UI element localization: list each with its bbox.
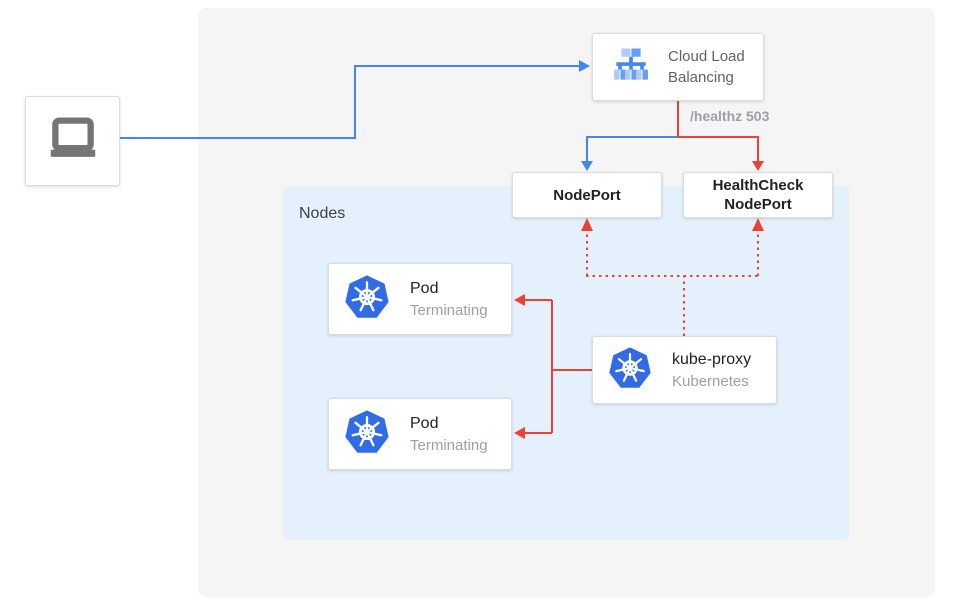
edge-laptop-to-clb xyxy=(120,65,580,139)
edge-kubeproxy-to-pods xyxy=(524,299,592,434)
laptop-icon xyxy=(44,110,102,173)
arrowhead-into-pod-1 xyxy=(514,294,525,306)
arrowhead-into-pod-2 xyxy=(514,427,525,439)
edge-clb-to-healthcheck xyxy=(677,101,759,162)
edge-clb-to-nodeport xyxy=(586,136,678,162)
pod-1-node: Pod Terminating xyxy=(328,263,512,335)
arrowhead-dotted-into-healthcheck xyxy=(752,218,764,231)
edge-kubeproxy-to-nodeports-dotted xyxy=(586,228,759,336)
cloud-load-balancing-label: Cloud Load Balancing xyxy=(668,48,745,86)
healthz-503-label: /healthz 503 xyxy=(690,108,770,124)
arrowhead-into-clb xyxy=(579,60,590,72)
cloud-load-balancing-node: Cloud Load Balancing xyxy=(592,33,764,101)
arrowhead-dotted-into-nodeport xyxy=(581,218,593,231)
healthcheck-nodeport-node: HealthCheck NodePort xyxy=(683,172,833,218)
nodeport-node: NodePort xyxy=(512,172,662,218)
pod-status: Terminating xyxy=(410,301,488,319)
pod-title: Pod xyxy=(410,279,439,297)
arrowhead-into-healthcheck xyxy=(752,161,764,171)
kubernetes-icon xyxy=(344,409,390,460)
pod-2-node: Pod Terminating xyxy=(328,398,512,470)
pod-title: Pod xyxy=(410,414,439,432)
kube-proxy-node: kube-proxy Kubernetes xyxy=(592,336,777,404)
kube-proxy-title: kube-proxy xyxy=(672,350,752,368)
arrowhead-into-nodeport xyxy=(581,161,593,171)
kube-proxy-subtitle: Kubernetes xyxy=(672,372,749,390)
cloud-load-balancing-icon xyxy=(609,43,653,92)
client-laptop-node xyxy=(25,96,120,186)
pod-status: Terminating xyxy=(410,436,488,454)
nodes-label: Nodes xyxy=(299,205,346,222)
kubernetes-icon xyxy=(344,274,390,325)
kubernetes-icon xyxy=(608,346,652,395)
nodeport-label: NodePort xyxy=(553,186,621,204)
